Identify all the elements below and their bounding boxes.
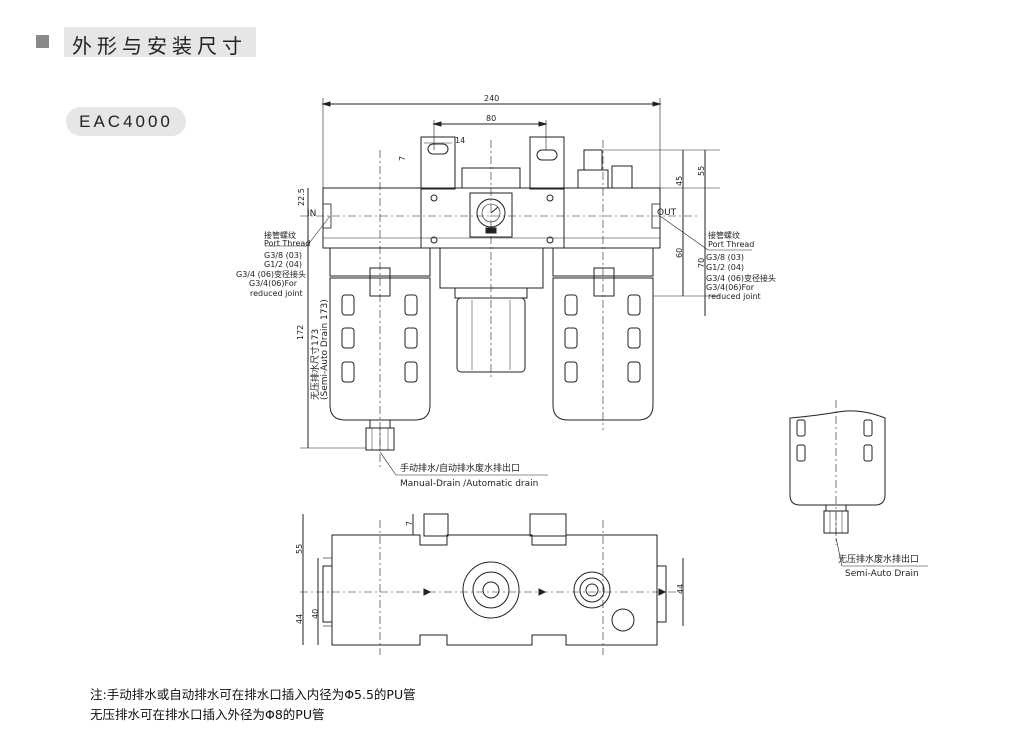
drain-label-en: Manual-Drain /Automatic drain [400, 479, 538, 489]
semi-auto-drain-detail: 无压排水废水排出口 Semi-Auto Drain [789, 400, 928, 579]
note-line-2: 无压排水可在排水口插入外径为Φ8的PU管 [90, 707, 325, 722]
note-line-1: 注:手动排水或自动排水可在排水口插入内径为Φ5.5的PU管 [90, 687, 416, 702]
dim-80: 80 [486, 114, 496, 123]
drain-label-cn: 手动排水/自动排水废水排出口 [400, 462, 520, 474]
dim-45: 45 [675, 176, 684, 186]
port-out-label: OUT [657, 208, 677, 218]
left-port-g34: G3/4 (06)变径接头 [236, 269, 306, 279]
left-port-cn: 接管螺纹 [264, 230, 296, 240]
left-port-g34-for: G3/4(06)For [249, 279, 298, 288]
dim-top-44: 44 [295, 614, 304, 624]
right-port-g38: G3/8 (03) [706, 253, 744, 262]
left-port-g12: G1/2 (04) [264, 260, 302, 269]
section-marker-icon [36, 35, 49, 48]
right-port-cn: 接管螺纹 [708, 230, 740, 240]
semi-drain-en: Semi-Auto Drain [845, 569, 919, 579]
semi-drain-cn: 无压排水废水排出口 [838, 553, 919, 565]
front-view: 240 80 14 7 IN [236, 94, 776, 489]
dim-60: 60 [675, 248, 684, 258]
semi-drain-vertical-en: (Semi-Auto Drain 173) [320, 299, 330, 400]
left-port-en: Port Thread [264, 239, 310, 248]
right-port-reduced: reduced joint [708, 292, 761, 301]
section-title: 外形与安装尺寸 [72, 34, 247, 58]
section-title-box [64, 27, 256, 57]
top-view: 7 55 44 40 44 [295, 513, 685, 655]
right-port-g12: G1/2 (04) [706, 263, 744, 272]
dim-55: 55 [697, 166, 706, 176]
dim-172: 172 [296, 325, 305, 340]
dim-top-right-44: 44 [676, 584, 685, 594]
dim-14: 14 [455, 136, 465, 145]
dim-7: 7 [398, 156, 407, 161]
right-port-en: Port Thread [708, 240, 754, 249]
model-badge: EAC4000 [66, 107, 186, 136]
port-in-label: IN [307, 209, 316, 219]
dim-top-7: 7 [405, 521, 414, 526]
semi-drain-vertical-cn: 无压排水尺寸173 [309, 329, 321, 400]
right-port-g34: G3/4 (06)变径接头 [706, 273, 776, 283]
dim-22-5: 22.5 [297, 188, 306, 206]
dim-top-40: 40 [311, 609, 320, 619]
left-port-g38: G3/8 (03) [264, 251, 302, 260]
dim-240: 240 [484, 94, 499, 103]
right-port-g34-for: G3/4(06)For [706, 283, 755, 292]
dim-70: 70 [697, 258, 706, 268]
dim-top-55: 55 [295, 544, 304, 554]
left-port-reduced: reduced joint [250, 289, 303, 298]
